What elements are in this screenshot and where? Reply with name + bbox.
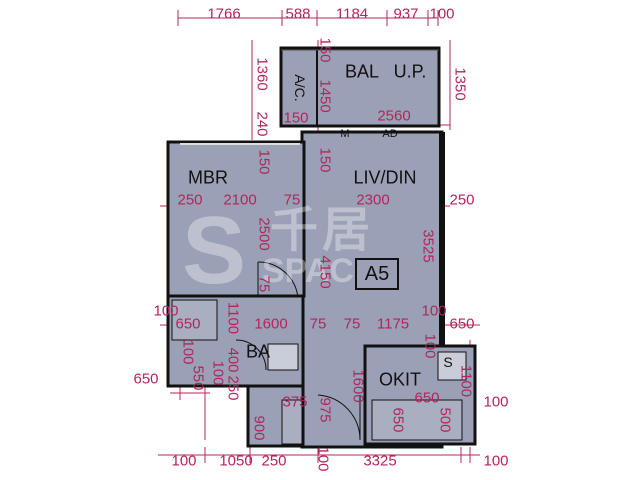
dim-bottom-100b: 100	[314, 446, 332, 472]
dim-lower-650b: 650	[449, 315, 475, 333]
dim-top-1: 1766	[207, 5, 241, 23]
dim-small-550: 550	[189, 365, 207, 391]
dim-lower-1175: 1175	[376, 315, 410, 333]
bathroom-door-swing	[235, 339, 267, 371]
unit-label: A5	[355, 258, 399, 290]
room-label-ac-platform: A/C.	[292, 74, 308, 102]
dim-top-3: 1184	[335, 5, 369, 23]
dim-left-650: 650	[133, 370, 159, 388]
room-label-liv-din: LIV/DIN	[353, 167, 417, 188]
dim-mid-75: 75	[283, 191, 301, 209]
dim-ba-250: 250	[224, 375, 242, 401]
dim-kit-1100: 1100	[457, 364, 475, 398]
dim-bal-left-150b: 150	[283, 109, 309, 127]
balcony-area	[279, 46, 441, 128]
dim-kit-100: 100	[421, 333, 439, 359]
dim-kit-975: 975	[316, 397, 334, 423]
dim-kit-1600: 1600	[349, 369, 367, 403]
dim-lower-100b: 100	[421, 302, 447, 320]
kitchen-sink	[437, 351, 467, 381]
bathroom-basin	[267, 343, 299, 371]
dim-bal-right: 1350	[451, 67, 469, 101]
mbr-door-swing	[257, 261, 299, 299]
room-label-bathroom: BA	[245, 341, 271, 362]
watermark-chinese: 千居	[270, 204, 375, 257]
entrance-door-swing	[317, 394, 361, 441]
dim-top-5: 100	[429, 5, 455, 23]
dim-mid-250a: 250	[177, 191, 203, 209]
dim-bottom-1050: 1050	[219, 452, 253, 470]
dim-kit-650h: 650	[414, 389, 440, 407]
kitchen-counter	[371, 399, 463, 441]
dim-lower-75a: 75	[309, 315, 327, 333]
shower-tray	[171, 299, 218, 341]
dim-mid-2100: 2100	[223, 191, 257, 209]
dim-ba-100: 100	[209, 360, 227, 386]
dim-kit-375: 375	[282, 393, 308, 411]
dim-mid-250b: 250	[449, 191, 475, 209]
dim-liv-4150: 4150	[316, 255, 334, 289]
room-label-kitchen-s: S	[443, 354, 453, 370]
dim-bal-bottom: 2560	[377, 107, 411, 125]
dim-ba-1100: 1100	[224, 301, 242, 335]
room-label-utility-platform: U.P.	[393, 61, 427, 82]
dim-bottom-3325: 3325	[363, 452, 397, 470]
dim-kit-500: 500	[436, 407, 454, 433]
dim-bal-left-150: 150	[316, 37, 334, 63]
room-label-duct: AD	[382, 128, 398, 140]
room-label-balcony: BAL	[344, 61, 380, 82]
dim-ba-400: 400	[224, 347, 242, 373]
dim-lower-75b: 75	[343, 315, 361, 333]
dim-bal-left-240: 240	[253, 111, 271, 137]
dim-small-100: 100	[179, 339, 197, 365]
watermark-s-logo: S	[182, 197, 247, 304]
dim-bal-left-1360: 1360	[253, 57, 271, 91]
dim-top-4: 937	[393, 5, 419, 23]
dim-lower-100: 100	[153, 302, 179, 320]
dim-left-900: 900	[250, 415, 268, 441]
dim-mbr-75: 75	[255, 275, 273, 293]
dim-bottom-100a: 100	[171, 452, 197, 470]
dim-right-100: 100	[483, 393, 509, 411]
dim-bal-left-1450: 1450	[316, 79, 334, 113]
room-label-kitchen: OKIT	[378, 369, 422, 390]
dim-liv-3525: 3525	[419, 229, 437, 263]
dim-mbr-2500: 2500	[255, 217, 273, 251]
dim-bottom-100c: 100	[483, 452, 509, 470]
dim-mbr-top: 150	[255, 149, 273, 175]
cabinet	[281, 399, 303, 445]
dim-lower-1600: 1600	[254, 315, 288, 333]
dim-lower-650: 650	[175, 315, 201, 333]
room-label-mbr: MBR	[188, 167, 228, 188]
room-label-meter: M	[340, 128, 350, 140]
master-bedroom-area	[166, 140, 306, 298]
dim-liv-top: 150	[316, 147, 334, 173]
dim-top-2: 588	[285, 5, 311, 23]
dim-bottom-250: 250	[261, 452, 287, 470]
dim-kit-650: 650	[389, 407, 407, 433]
dim-mid-2300: 2300	[356, 191, 390, 209]
